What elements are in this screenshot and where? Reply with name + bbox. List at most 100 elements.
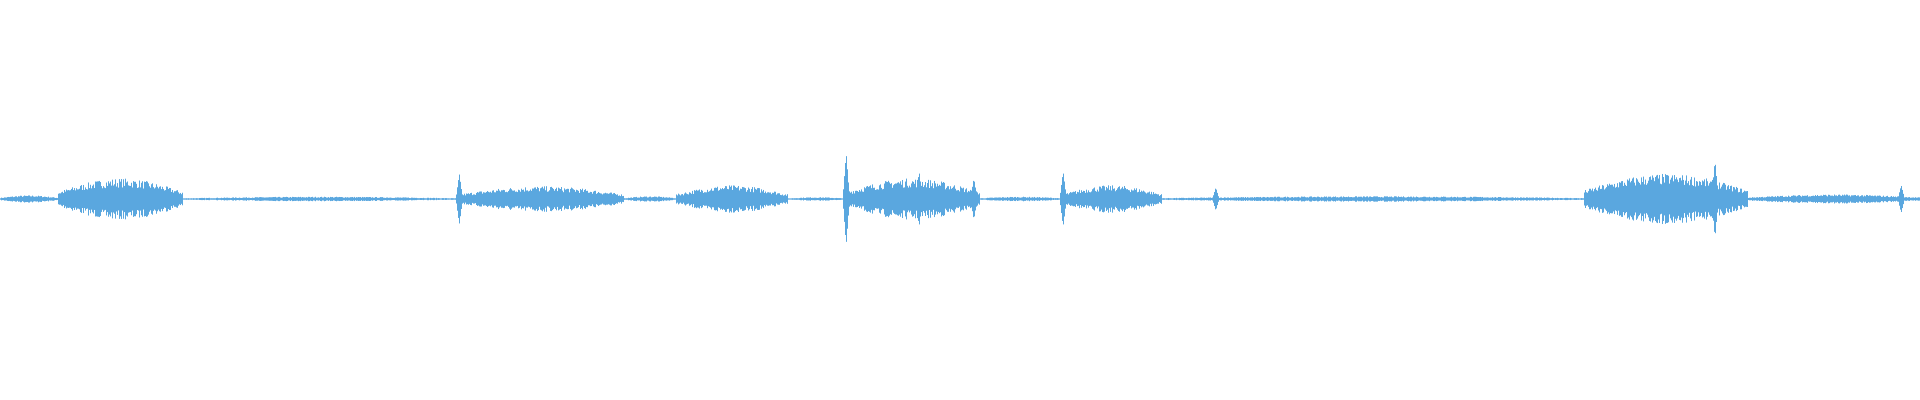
waveform-sample xyxy=(1359,196,1360,202)
waveform-sample xyxy=(274,197,275,201)
waveform-sample xyxy=(1249,197,1250,201)
waveform-sample xyxy=(1775,196,1776,202)
waveform-sample xyxy=(165,190,166,208)
waveform-sample xyxy=(1688,181,1689,217)
waveform-sample xyxy=(107,185,108,213)
waveform-sample xyxy=(1916,197,1917,201)
waveform-sample xyxy=(963,187,964,211)
waveform-sample xyxy=(747,190,748,208)
waveform-sample xyxy=(1727,186,1728,212)
waveform-sample xyxy=(725,186,726,212)
waveform-sample xyxy=(961,187,962,211)
waveform-sample xyxy=(1837,196,1838,202)
waveform-sample xyxy=(362,196,363,202)
waveform-sample xyxy=(1331,197,1332,201)
waveform-sample xyxy=(335,197,336,201)
waveform-sample xyxy=(544,186,545,212)
waveform-sample xyxy=(20,195,21,203)
waveform-sample xyxy=(1609,183,1610,215)
waveform-sample xyxy=(1616,186,1617,212)
waveform-sample xyxy=(1858,195,1859,203)
waveform-sample xyxy=(904,187,905,211)
waveform-sample xyxy=(700,191,701,207)
waveform-sample xyxy=(86,189,87,209)
waveform-sample xyxy=(799,198,800,200)
waveform-sample xyxy=(341,197,342,201)
waveform-sample xyxy=(529,190,530,208)
waveform-sample xyxy=(775,191,776,207)
waveform-sample xyxy=(1125,187,1126,211)
waveform-sample xyxy=(15,196,16,202)
waveform-sample xyxy=(1021,197,1022,201)
waveform-sample xyxy=(1524,197,1525,201)
waveform-sample xyxy=(58,193,59,205)
waveform-sample xyxy=(1255,197,1256,201)
waveform-sample xyxy=(1382,197,1383,201)
waveform-sample xyxy=(817,197,818,201)
waveform-sample xyxy=(1851,195,1852,203)
waveform-sample xyxy=(1079,189,1080,209)
waveform-sample xyxy=(1486,197,1487,201)
waveform-sample xyxy=(281,197,282,201)
waveform-sample xyxy=(1320,197,1321,201)
waveform-sample xyxy=(1567,197,1568,201)
waveform-sample xyxy=(886,181,887,217)
waveform-sample xyxy=(28,195,29,203)
waveform-sample xyxy=(1213,195,1214,203)
waveform-sample xyxy=(1197,197,1198,201)
waveform-sample xyxy=(120,181,121,217)
waveform-sample xyxy=(688,194,689,204)
waveform-sample xyxy=(727,188,728,210)
waveform-sample xyxy=(888,180,889,218)
waveform-sample xyxy=(602,194,603,204)
waveform-sample xyxy=(905,181,906,217)
waveform-sample xyxy=(1801,196,1802,202)
waveform-sample xyxy=(41,196,42,202)
waveform-sample xyxy=(1341,196,1342,202)
waveform-sample xyxy=(359,197,360,201)
waveform-sample xyxy=(819,197,820,201)
waveform-sample xyxy=(742,186,743,212)
waveform-sample xyxy=(892,187,893,211)
waveform-sample xyxy=(790,198,791,200)
waveform-sample xyxy=(1820,195,1821,203)
waveform-sample xyxy=(665,197,666,201)
waveform-sample xyxy=(675,198,676,200)
waveform-sample xyxy=(768,192,769,206)
waveform-sample xyxy=(81,185,82,213)
waveform-sample xyxy=(1446,197,1447,201)
waveform-sample xyxy=(458,180,459,218)
waveform-sample xyxy=(1881,196,1882,202)
waveform-sample xyxy=(1250,197,1251,201)
waveform-sample xyxy=(1653,177,1654,221)
waveform-sample xyxy=(1756,197,1757,201)
waveform-sample xyxy=(772,192,773,206)
waveform-sample xyxy=(1163,198,1164,200)
waveform-sample xyxy=(1441,196,1442,202)
waveform-sample xyxy=(1128,190,1129,208)
waveform-sample xyxy=(650,196,651,202)
waveform-sample xyxy=(1750,197,1751,201)
waveform-sample xyxy=(365,197,366,201)
waveform-sample xyxy=(1762,196,1763,202)
waveform-sample xyxy=(250,197,251,201)
waveform-sample xyxy=(741,188,742,210)
waveform-sample xyxy=(1132,190,1133,208)
waveform-sample xyxy=(75,190,76,208)
waveform-sample xyxy=(25,195,26,203)
waveform-sample xyxy=(123,179,124,219)
waveform-sample xyxy=(909,185,910,213)
waveform-sample xyxy=(1594,189,1595,209)
waveform-sample xyxy=(46,197,47,201)
waveform-sample xyxy=(1310,196,1311,202)
waveform-sample xyxy=(827,197,828,201)
waveform-sample xyxy=(1823,194,1824,204)
waveform-sample xyxy=(770,192,771,206)
waveform-sample xyxy=(480,191,481,207)
waveform-sample xyxy=(316,197,317,201)
waveform-sample xyxy=(829,197,830,201)
waveform-sample xyxy=(173,192,174,206)
waveform-sample xyxy=(197,198,198,200)
